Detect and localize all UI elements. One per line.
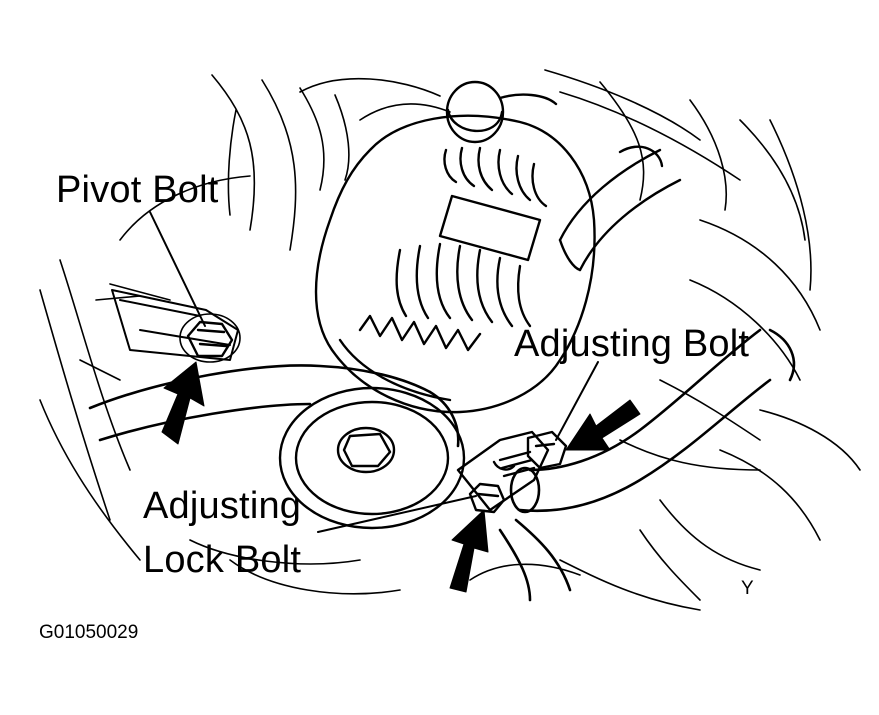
pivot-leader-line	[149, 211, 206, 327]
pivot-arrow-icon	[161, 361, 205, 445]
adjusting-lock-bolt-label-line2: Lock Bolt	[143, 539, 302, 581]
figure-code: G01050029	[39, 622, 139, 643]
pivot-bolt-label: Pivot Bolt	[56, 169, 219, 211]
drive-belt	[88, 364, 460, 448]
adjusting-leader-line	[555, 361, 599, 441]
adjusting-arrow-icon	[565, 399, 641, 451]
pulley	[278, 386, 466, 530]
lock-leader-line	[317, 495, 477, 533]
pivot-bolt-drawing	[179, 313, 241, 363]
lock-arrow-icon	[449, 509, 489, 593]
leader-lines	[149, 211, 599, 533]
lock-bolt-drawing	[468, 482, 506, 514]
arrows	[161, 361, 641, 593]
pivot-bracket	[111, 289, 239, 361]
adjusting-lock-bolt-label-line1: Adjusting	[143, 485, 302, 527]
adjusting-bolt-label: Adjusting Bolt	[514, 323, 750, 365]
engine-outline	[39, 69, 861, 611]
view-marker: Y	[741, 578, 754, 599]
hose	[498, 328, 796, 602]
upper-hose	[558, 145, 682, 272]
alternator-body	[314, 80, 596, 414]
